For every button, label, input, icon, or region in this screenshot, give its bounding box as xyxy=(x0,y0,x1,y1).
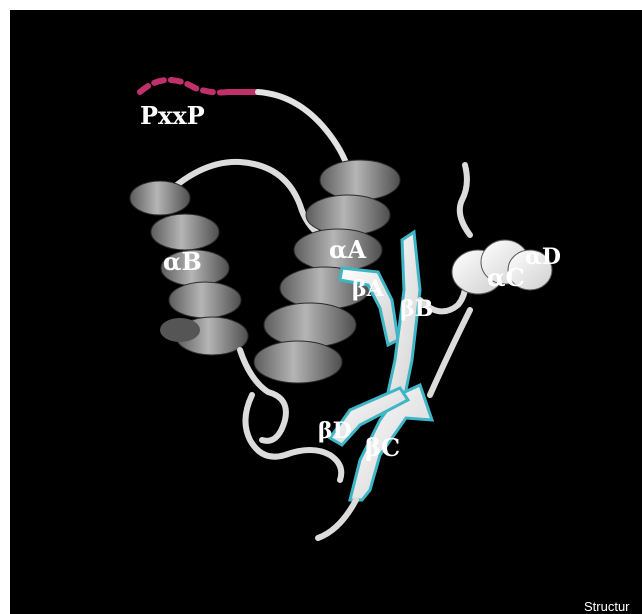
label-beta-a: βA xyxy=(352,276,385,302)
label-alpha-c: αC xyxy=(487,263,525,292)
label-beta-c: βC xyxy=(365,433,400,462)
label-alpha-a: αA xyxy=(329,235,366,264)
label-pxxp: PxxP xyxy=(140,101,205,130)
label-beta-d: βD xyxy=(318,418,352,444)
label-beta-b: βB xyxy=(400,296,433,322)
label-alpha-b: αB xyxy=(163,247,202,276)
label-alpha-d: αD xyxy=(525,244,561,270)
credit-text: Structur xyxy=(584,599,630,614)
